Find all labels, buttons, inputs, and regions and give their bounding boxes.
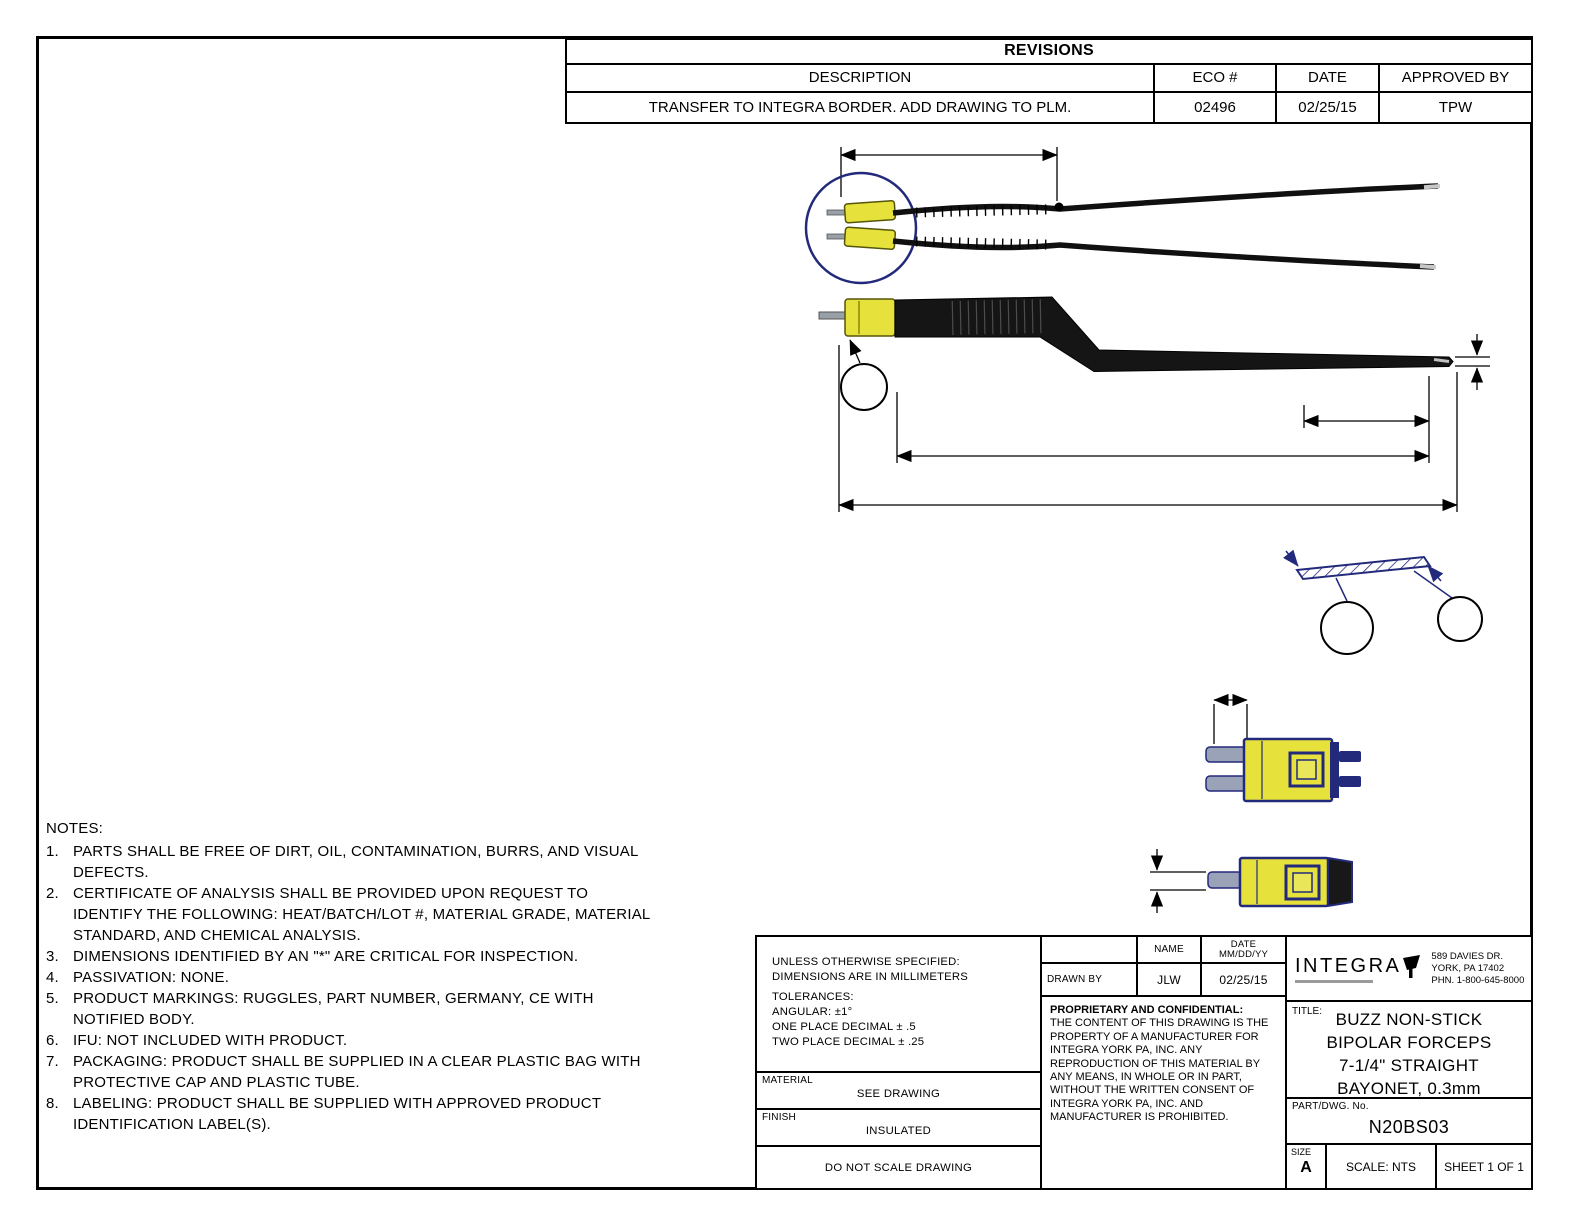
dimension-tip-length (1303, 405, 1430, 428)
revisions-col-eco: ECO # (1155, 65, 1277, 93)
pivot-screw (1054, 202, 1064, 212)
connector-pin (818, 311, 848, 320)
proprietary-heading: PROPRIETARY AND CONFIDENTIAL: (1050, 1004, 1244, 1016)
detail-balloon-connector-top (804, 171, 918, 285)
company-address: 589 DAVIES DR. YORK, PA 17402 PHN. 1-800… (1431, 950, 1525, 986)
finish-label: FINISH (762, 1112, 796, 1123)
material-box: MATERIAL SEE DRAWING (755, 1071, 1042, 1110)
dimension-connector-pin-height (1150, 849, 1206, 913)
integra-logo-text: INTEGRA (1295, 954, 1402, 977)
name-header: NAME (1138, 937, 1202, 964)
revisions-grid: DESCRIPTION ECO # DATE APPROVED BY TRANS… (567, 65, 1531, 122)
tolerance-two-place: TWO PLACE DECIMAL ± .25 (772, 1036, 925, 1048)
company-box: INTEGRA 589 DAVIES DR. YORK, PA 17402 PH… (1285, 935, 1533, 1002)
do-not-scale-text: DO NOT SCALE DRAWING (824, 1161, 973, 1174)
dimension-overall-length (838, 345, 1458, 512)
connector-detail-top (1205, 693, 1361, 803)
proprietary-body: THE CONTENT OF THIS DRAWING IS THE PROPE… (1050, 1017, 1269, 1124)
finish-value: INSULATED (865, 1125, 932, 1137)
forceps-arms-top (892, 183, 1441, 270)
signoff-table: NAME DATE MM/DD/YY DRAWN BY JLW 02/25/15 (1040, 935, 1287, 997)
dimension-tip-thickness (1455, 334, 1490, 390)
revisions-col-date: DATE (1277, 65, 1380, 93)
note-item-6: 6. IFU: NOT INCLUDED WITH PRODUCT. (46, 1032, 348, 1049)
part-number: N20BS03 (1368, 1117, 1450, 1137)
finish-box: FINISH INSULATED (755, 1108, 1042, 1147)
notes-heading: NOTES: (46, 820, 104, 837)
sheet-number: SHEET 1 OF 1 (1444, 1159, 1524, 1174)
drawn-by-name: JLW (1138, 964, 1202, 995)
tolerance-one-place: ONE PLACE DECIMAL ± .5 (772, 1021, 916, 1033)
proprietary-box: PROPRIETARY AND CONFIDENTIAL: THE CONTEN… (1040, 995, 1287, 1190)
date-header: DATE MM/DD/YY (1202, 937, 1285, 964)
note-item-7: 7. PACKAGING: PRODUCT SHALL BE SUPPLIED … (46, 1053, 641, 1091)
revision-approved: TPW (1438, 99, 1473, 116)
tolerances-label: TOLERANCES: (772, 991, 854, 1003)
revisions-col-description: DESCRIPTION (567, 65, 1155, 93)
detail-balloon-tip-b (1437, 596, 1483, 642)
revision-eco: 02496 (1155, 93, 1277, 122)
note-item-1: 1. PARTS SHALL BE FREE OF DIRT, OIL, CON… (46, 843, 638, 881)
drawing-title: BUZZ NON-STICK BIPOLAR FORCEPS 7-1/4" ST… (1326, 1010, 1492, 1098)
integra-tagline-rule (1295, 979, 1373, 983)
revision-description: TRANSFER TO INTEGRA BORDER. ADD DRAWING … (567, 93, 1155, 122)
drawn-by-date: 02/25/15 (1219, 972, 1268, 987)
note-item-8: 8. LABELING: PRODUCT SHALL BE SUPPLIED W… (46, 1095, 601, 1133)
integra-logo-mark (1403, 954, 1421, 978)
note-item-5: 5. PRODUCT MARKINGS: RUGGLES, PART NUMBE… (46, 990, 594, 1028)
size-label: SIZE (1291, 1147, 1312, 1157)
no-scale-box: DO NOT SCALE DRAWING (755, 1145, 1042, 1190)
connector-top (826, 199, 897, 251)
size-scale-sheet-row: SIZE A SCALE: NTS SHEET 1 OF 1 (1285, 1143, 1533, 1190)
dimension-working-length (896, 376, 1430, 463)
title-box: TITLE: BUZZ NON-STICK BIPOLAR FORCEPS 7-… (1285, 1000, 1533, 1099)
note-item-2: 2. CERTIFICATE OF ANALYSIS SHALL BE PROV… (46, 885, 650, 944)
title-label: TITLE: (1292, 1006, 1323, 1017)
integra-logo: INTEGRA (1295, 954, 1421, 983)
dimensions-units: DIMENSIONS ARE IN MILLIMETERS (772, 971, 968, 983)
size-cell: SIZE A (1287, 1145, 1327, 1188)
note-item-4: 4. PASSIVATION: NONE. (46, 969, 230, 986)
drawn-by-label: DRAWN BY (1042, 964, 1138, 995)
part-number-box: PART/DWG. No. N20BS03 (1285, 1097, 1533, 1145)
revisions-table: REVISIONS DESCRIPTION ECO # DATE APPROVE… (565, 38, 1533, 124)
forceps-top-view (804, 147, 1441, 285)
material-label: MATERIAL (762, 1075, 813, 1086)
notes-section: NOTES: 1. PARTS SHALL BE FREE OF DIRT, O… (46, 818, 736, 1135)
signoff-blank-cell (1042, 937, 1138, 964)
sheet-size: A (1300, 1159, 1312, 1176)
unless-otherwise-specified: UNLESS OTHERWISE SPECIFIED: (772, 956, 960, 968)
tolerances-box: UNLESS OTHERWISE SPECIFIED: DIMENSIONS A… (755, 935, 1042, 1073)
dimension-grip-length (840, 147, 1058, 201)
detail-balloon-tip-a (1320, 601, 1374, 655)
revision-date: 02/25/15 (1277, 93, 1380, 122)
tolerance-angular: ANGULAR: ±1° (772, 1006, 853, 1018)
revisions-title: REVISIONS (567, 40, 1531, 65)
dimension-connector-pin-spacing (1213, 693, 1248, 744)
connector-side (844, 298, 896, 337)
part-number-label: PART/DWG. No. (1292, 1101, 1369, 1112)
scale: SCALE: NTS (1327, 1145, 1437, 1188)
note-item-3: 3. DIMENSIONS IDENTIFIED BY AN "*" ARE C… (46, 948, 579, 965)
technical-drawing (804, 147, 1490, 913)
tip-section-hatched (1295, 555, 1432, 581)
revisions-col-approved: APPROVED BY (1380, 65, 1531, 93)
connector-detail-side (1150, 849, 1353, 913)
detail-callout-pin (840, 339, 888, 411)
forceps-side-view (818, 296, 1490, 512)
forceps-body-side (894, 296, 1454, 373)
tip-detail-view (1283, 549, 1483, 655)
material-value: SEE DRAWING (856, 1088, 941, 1100)
